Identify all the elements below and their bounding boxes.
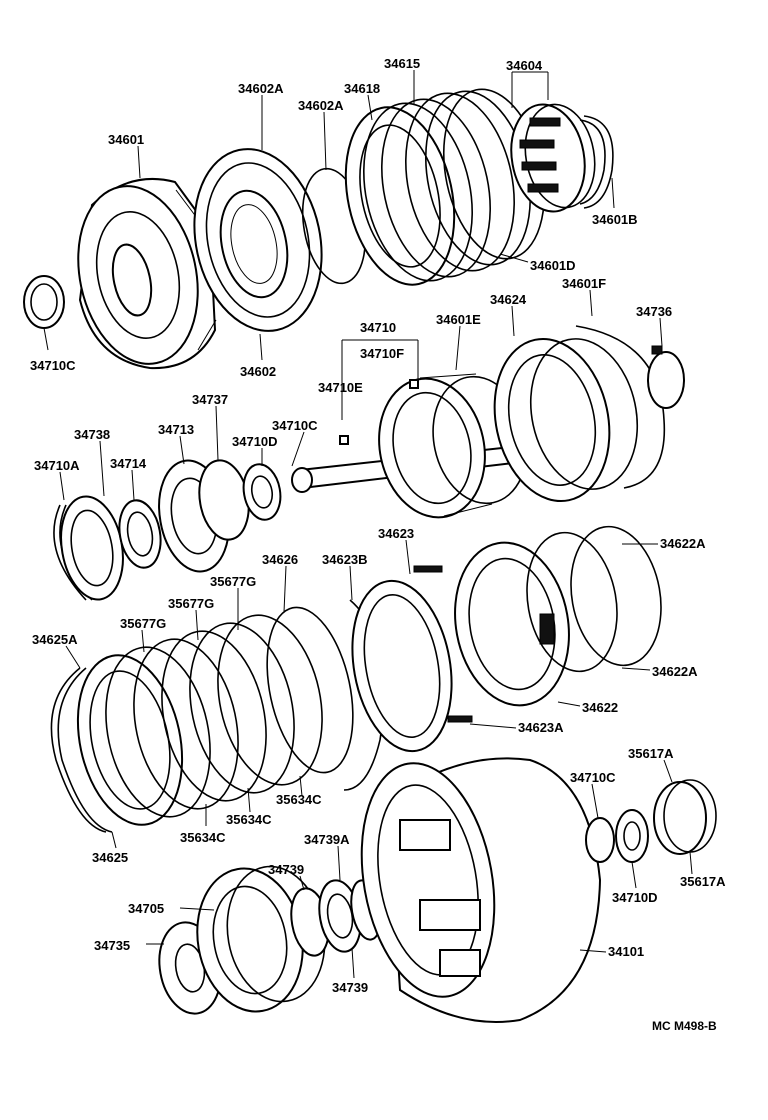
- label-34622: 34622: [582, 700, 618, 715]
- label-34710: 34710: [360, 320, 396, 335]
- label-34625a: 34625A: [32, 632, 78, 647]
- part-34626-ring: [266, 606, 354, 774]
- part-34601f-ring: [575, 325, 666, 489]
- label-34601: 34601: [108, 132, 144, 147]
- label-34601f: 34601F: [562, 276, 606, 291]
- label-35634c-2: 35634C: [226, 812, 272, 827]
- part-34714-bearing: [118, 499, 162, 569]
- label-34710f: 34710F: [360, 346, 404, 361]
- label-34705: 34705: [128, 901, 164, 916]
- label-34622a-top: 34622A: [660, 536, 706, 551]
- part-34622a-orings: [526, 525, 662, 673]
- leader-lines: [43, 70, 693, 979]
- part-34101-case: [360, 757, 602, 1023]
- part-34710f-pin: [409, 379, 419, 389]
- part-34622-piston: [454, 541, 570, 707]
- part-35617a-rings: [653, 779, 717, 855]
- part-34604-springs: [510, 103, 596, 213]
- part-34736-bracket: [647, 345, 685, 409]
- label-34601d: 34601D: [530, 258, 576, 273]
- label-35634c-1: 35634C: [276, 792, 322, 807]
- label-34737: 34737: [192, 392, 228, 407]
- label-34615: 34615: [384, 56, 420, 71]
- label-34602a-mid: 34602A: [298, 98, 344, 113]
- label-34739-bot: 34739: [332, 980, 368, 995]
- label-35677g-1: 35677G: [210, 574, 256, 589]
- label-35617a-top: 35617A: [628, 746, 674, 761]
- label-34101: 34101: [608, 944, 644, 959]
- part-34710d-bearing: [242, 463, 282, 521]
- label-34739-top: 34739: [268, 862, 304, 877]
- part-34710c-seal-left: [23, 275, 65, 329]
- label-34710c-right: 34710C: [570, 770, 616, 785]
- label-34714: 34714: [110, 456, 147, 471]
- label-34713: 34713: [158, 422, 194, 437]
- part-34710e-pin: [339, 435, 349, 445]
- label-35677g-3: 35677G: [120, 616, 166, 631]
- label-34623b: 34623B: [322, 552, 368, 567]
- label-34625: 34625: [92, 850, 128, 865]
- label-35677g-2: 35677G: [168, 596, 214, 611]
- label-34736: 34736: [636, 304, 672, 319]
- label-34626: 34626: [262, 552, 298, 567]
- part-labels: 34601 34602A 34618 34615 34604 34602A 34…: [30, 56, 726, 1033]
- label-34710e: 34710E: [318, 380, 363, 395]
- label-34623: 34623: [378, 526, 414, 541]
- label-34710a: 34710A: [34, 458, 80, 473]
- label-35634c-3: 35634C: [180, 830, 226, 845]
- part-34624-hub: [493, 337, 639, 503]
- label-34738: 34738: [74, 427, 110, 442]
- part-34601-clutch-drum: [77, 178, 217, 370]
- part-34602-piston: [193, 148, 323, 332]
- label-34710c-left: 34710C: [30, 358, 76, 373]
- label-34601b: 34601B: [592, 212, 638, 227]
- label-34739a: 34739A: [304, 832, 350, 847]
- label-34623a: 34623A: [518, 720, 564, 735]
- part-34625-snap-ring: [50, 667, 113, 833]
- label-35617a-bot: 35617A: [680, 874, 726, 889]
- part-34710d-bearing-right: [615, 809, 649, 863]
- label-34710d-bot: 34710D: [612, 890, 658, 905]
- label-34601e: 34601E: [436, 312, 481, 327]
- label-34622a-bot: 34622A: [652, 664, 698, 679]
- label-34618: 34618: [344, 81, 380, 96]
- part-34623-plate: [351, 565, 473, 753]
- label-34604: 34604: [506, 58, 543, 73]
- label-34710d-top: 34710D: [232, 434, 278, 449]
- label-34710c-mid: 34710C: [272, 418, 318, 433]
- part-clutch-pack: [76, 614, 323, 826]
- label-34735: 34735: [94, 938, 130, 953]
- part-34601b-snap-ring: [579, 115, 614, 209]
- part-34618-plates: [344, 98, 491, 286]
- diagram-code: MC M498-B: [652, 1019, 717, 1033]
- label-34624: 34624: [490, 292, 527, 307]
- label-34602a-top: 34602A: [238, 81, 284, 96]
- label-34602: 34602: [240, 364, 276, 379]
- part-34710c-seal-right: [585, 817, 615, 863]
